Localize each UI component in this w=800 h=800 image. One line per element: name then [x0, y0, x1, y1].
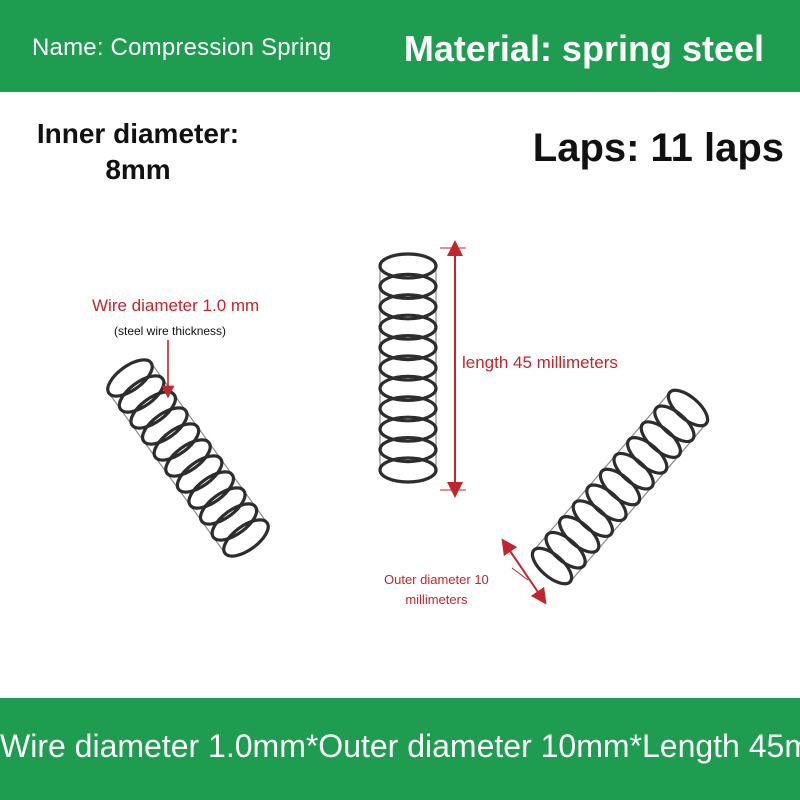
material-label: Material: spring steel	[403, 28, 764, 69]
outer-diameter-line2: millimeters	[405, 591, 468, 607]
header-banner: Name: Compression Spring Material: sprin…	[0, 0, 800, 92]
left-spring-edge	[108, 392, 226, 554]
inner-diameter-title: Inner diameter:	[36, 118, 240, 149]
wire-diameter-annotation: Wire diameter 1.0 mm	[92, 296, 260, 315]
laps-label: Laps: 11 laps	[532, 126, 784, 170]
outer-diameter-line1: Outer diameter 10	[384, 572, 489, 587]
inner-diameter-label: Inner diameter: 8mm	[30, 116, 246, 188]
right-spring-edge	[533, 391, 671, 551]
left-spring-image	[106, 358, 270, 558]
outer-diameter-dimension-line	[501, 538, 547, 605]
outer-diameter-annotation: Outer diameter 10 millimeters	[384, 570, 489, 609]
spec-summary-label: Wire diameter 1.0mm*Outer diameter 10mm*…	[0, 728, 800, 764]
right-spring-edge	[569, 423, 707, 583]
footer-banner: Wire diameter 1.0mm*Outer diameter 10mm*…	[0, 698, 800, 800]
product-name-label: Name: Compression Spring	[32, 34, 332, 61]
inner-diameter-value: 8mm	[105, 153, 171, 185]
right-spring-image	[530, 388, 710, 586]
length-annotation: length 45 millimeters	[462, 353, 618, 372]
wire-diameter-note: (steel wire thickness)	[114, 324, 227, 338]
outer-diameter-leader	[511, 567, 529, 581]
center-spring-image	[378, 252, 438, 484]
